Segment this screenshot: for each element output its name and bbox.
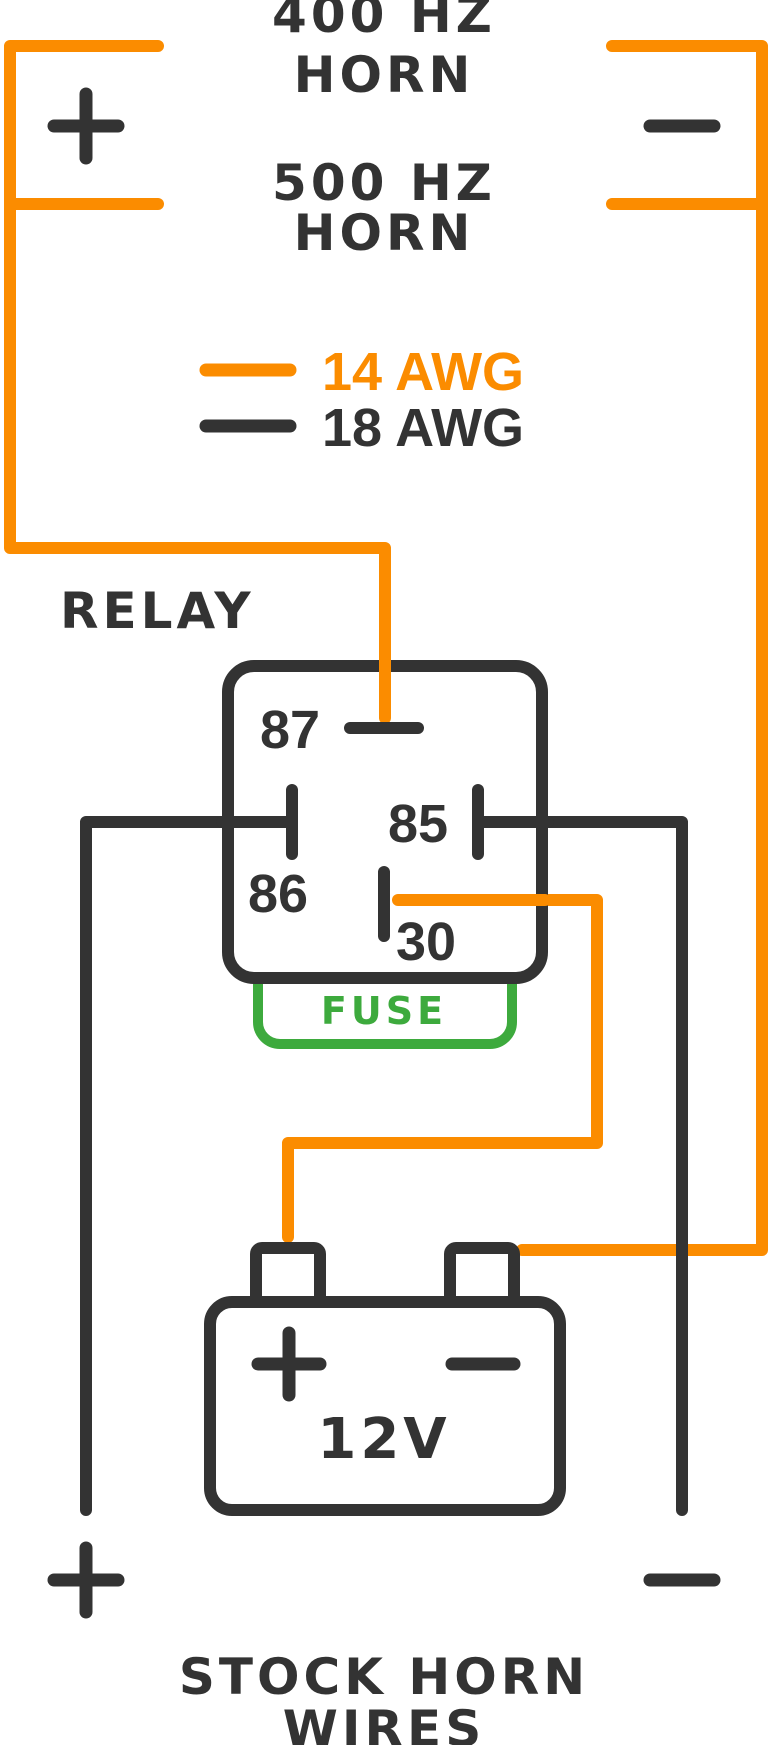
battery: 12V <box>204 1242 566 1516</box>
horn-positive-wire <box>4 40 391 724</box>
horn-negative-wire <box>516 40 768 1256</box>
horn-500-label: 500 HZ HORN <box>272 154 496 262</box>
battery-plus-icon <box>251 1326 327 1402</box>
wire-legend: 14 AWG 18 AWG <box>199 342 524 458</box>
stock-line2: WIRES <box>283 1700 485 1745</box>
pin-87-label: 87 <box>260 700 320 760</box>
legend-18awg-label: 18 AWG <box>322 398 524 458</box>
horn-plus-icon <box>47 87 125 165</box>
horn-500-line2: HORN <box>294 204 475 262</box>
battery-positive-terminal <box>250 1242 326 1310</box>
horn-500-line1: 500 HZ <box>272 154 496 212</box>
relay-title: RELAY <box>60 582 255 640</box>
pin-85-label: 85 <box>388 794 448 854</box>
stock-horn-label: STOCK HORN WIRES <box>179 1648 589 1745</box>
relay-internal-wires <box>379 654 551 906</box>
fuse-label: FUSE <box>321 989 447 1033</box>
battery-negative-terminal <box>444 1242 520 1310</box>
horn-400-line1: 400 HZ <box>272 0 496 44</box>
relay-pins <box>286 722 484 942</box>
stock-line1: STOCK HORN <box>179 1648 589 1706</box>
horn-400-label: 400 HZ HORN <box>272 0 496 104</box>
pin-30-label: 30 <box>396 912 456 972</box>
battery-label: 12V <box>317 1407 450 1472</box>
stock-plus-icon <box>47 1541 125 1619</box>
pin-86-label: 86 <box>248 864 308 924</box>
battery-body <box>204 1296 566 1516</box>
horn-400-line2: HORN <box>294 46 475 104</box>
legend-14awg-label: 14 AWG <box>322 342 524 402</box>
